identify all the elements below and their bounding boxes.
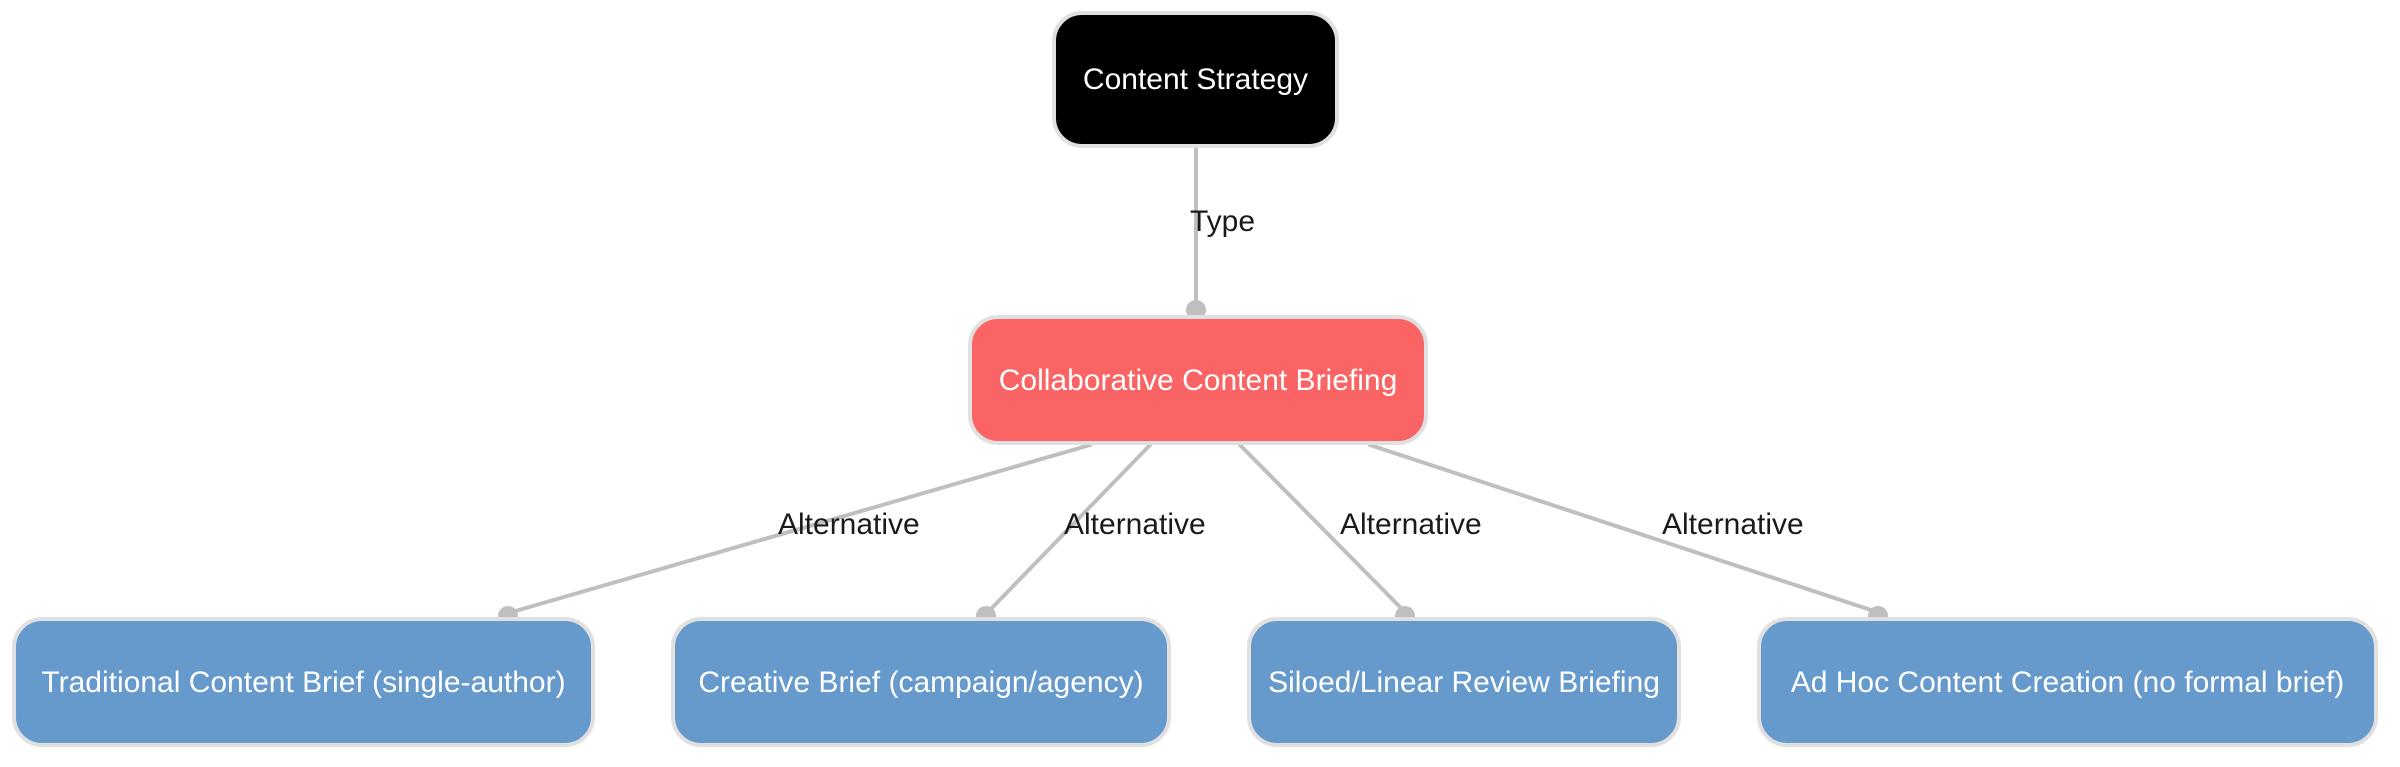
edge-label-type-text: Type bbox=[1190, 205, 1256, 238]
node-content-strategy-label: Content Strategy bbox=[1082, 63, 1309, 96]
edge-label-alternative-3-text: Alternative bbox=[1340, 508, 1482, 541]
edge-label-alternative-1-text: Alternative bbox=[778, 508, 920, 541]
node-creative-brief-label: Creative Brief (campaign/agency) bbox=[698, 665, 1144, 699]
edge-label-type: Type bbox=[1190, 205, 1255, 239]
node-creative-brief[interactable]: Creative Brief (campaign/agency) bbox=[671, 617, 1171, 747]
node-ad-hoc-content-creation-label: Ad Hoc Content Creation (no formal brief… bbox=[1790, 665, 2345, 699]
node-traditional-content-brief[interactable]: Traditional Content Brief (single-author… bbox=[12, 617, 595, 747]
edge-label-alternative-1: Alternative bbox=[778, 508, 920, 542]
edge-label-alternative-3: Alternative bbox=[1340, 508, 1482, 542]
node-collaborative-content-briefing-label: Collaborative Content Briefing bbox=[998, 363, 1398, 397]
node-traditional-content-brief-label: Traditional Content Brief (single-author… bbox=[41, 665, 566, 699]
edge-label-alternative-4: Alternative bbox=[1662, 508, 1804, 542]
edge-label-alternative-2-text: Alternative bbox=[1064, 508, 1206, 541]
node-ad-hoc-content-creation[interactable]: Ad Hoc Content Creation (no formal brief… bbox=[1757, 617, 2378, 747]
edge-label-alternative-2: Alternative bbox=[1064, 508, 1206, 542]
node-collaborative-content-briefing[interactable]: Collaborative Content Briefing bbox=[968, 315, 1428, 445]
node-content-strategy[interactable]: Content Strategy bbox=[1052, 11, 1339, 148]
edge-label-alternative-4-text: Alternative bbox=[1662, 508, 1804, 541]
node-siloed-linear-review-briefing-label: Siloed/Linear Review Briefing bbox=[1268, 665, 1660, 699]
node-siloed-linear-review-briefing[interactable]: Siloed/Linear Review Briefing bbox=[1247, 617, 1681, 747]
